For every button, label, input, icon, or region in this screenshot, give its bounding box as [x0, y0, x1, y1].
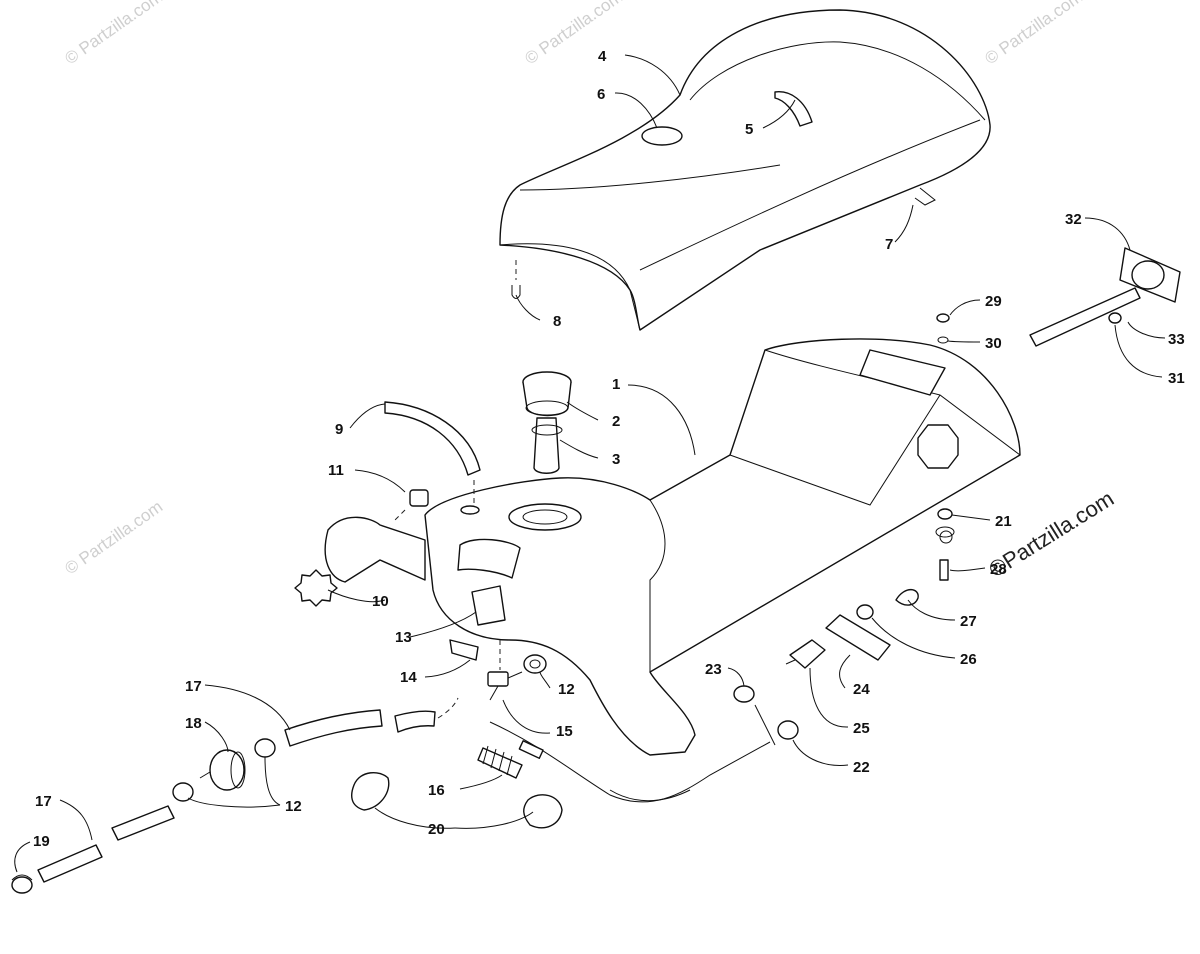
- callout: 22: [853, 759, 870, 776]
- grommet-22: [777, 720, 799, 740]
- spring: [477, 745, 523, 779]
- callout: 2: [612, 413, 620, 430]
- callout: 25: [853, 720, 870, 737]
- tank-badge: [917, 424, 959, 469]
- callout: 20: [428, 821, 445, 838]
- fuel-line-lower2: [37, 844, 103, 883]
- hose-clamp: [11, 874, 33, 894]
- callout: 21: [995, 513, 1012, 530]
- callout: 28: [990, 561, 1007, 578]
- vent-hose: [384, 401, 481, 476]
- shutoff-valve: [487, 640, 523, 701]
- watermark: © Partzilla.com: [521, 0, 626, 68]
- callout: 32: [1065, 211, 1082, 228]
- callouts: 4 6 5 7 8 9 11 10 13 14 15 12 1 2 3 17 1…: [33, 48, 1185, 850]
- seat: [499, 9, 991, 331]
- callout: 7: [885, 236, 893, 253]
- callout: 30: [985, 335, 1002, 352]
- rubber-plug: [733, 685, 755, 703]
- tank-storage-opening: [859, 349, 946, 396]
- callout: 17: [35, 793, 52, 810]
- clamp-ring-2: [523, 794, 563, 829]
- seat-hook: [914, 187, 936, 206]
- callout: 27: [960, 613, 977, 630]
- fuel-filter: [199, 749, 246, 791]
- callout: 14: [400, 669, 417, 686]
- callout: 6: [597, 86, 605, 103]
- gas-cap: [522, 371, 572, 417]
- clip: [449, 639, 479, 661]
- bracket: [825, 614, 891, 661]
- callout: 10: [372, 593, 389, 610]
- callout: 9: [335, 421, 343, 438]
- clamp-ring: [351, 772, 390, 811]
- nut-21: [935, 508, 955, 538]
- callout: 13: [395, 629, 412, 646]
- callout: 29: [985, 293, 1002, 310]
- callout: 31: [1168, 370, 1185, 387]
- callout: 3: [612, 451, 620, 468]
- star-washer: [294, 569, 338, 607]
- bolt-28: [939, 559, 949, 581]
- callout: 15: [556, 723, 573, 740]
- seat-clip: [511, 285, 521, 299]
- callout: 16: [428, 782, 445, 799]
- seat-strap: [774, 91, 813, 127]
- tank-filler-neck: [508, 503, 582, 531]
- fuel-line-lower: [111, 805, 175, 841]
- grommet-12b: [172, 738, 276, 802]
- fitting: [394, 489, 429, 521]
- tank-grip: [457, 538, 521, 579]
- tank-label: [471, 585, 506, 626]
- callout: 17: [185, 678, 202, 695]
- callout: 19: [33, 833, 50, 850]
- callout: 4: [598, 48, 607, 65]
- callout: 11: [328, 462, 344, 479]
- nut-26: [856, 604, 874, 620]
- callout: 18: [185, 715, 202, 732]
- seat-badge: [641, 126, 683, 146]
- callout: 5: [745, 121, 753, 138]
- fuel-line-segment: [394, 710, 436, 733]
- fuel-line: [284, 709, 383, 747]
- nut-29: [936, 313, 950, 344]
- callout: 12: [558, 681, 575, 698]
- tank-handle: [324, 516, 426, 583]
- grommet-12: [523, 654, 547, 674]
- watermark: © Partzilla.com: [981, 0, 1086, 68]
- throttle-cable: [489, 721, 771, 803]
- watermark: © Partzilla.com: [61, 497, 166, 578]
- switch: [785, 639, 826, 669]
- choke-assembly: [1029, 247, 1181, 347]
- knob-27: [895, 588, 919, 606]
- callout: 26: [960, 651, 977, 668]
- filler-tube: [531, 417, 563, 474]
- callout: 24: [853, 681, 870, 698]
- callout: 1: [612, 376, 620, 393]
- leader-lines: [14, 54, 1166, 873]
- watermark: © Partzilla.com: [61, 0, 166, 68]
- callout: 33: [1168, 331, 1185, 348]
- gas-tank: [324, 338, 1021, 756]
- callout: 23: [705, 661, 722, 678]
- callout: 12: [285, 798, 302, 815]
- callout: 8: [553, 313, 561, 330]
